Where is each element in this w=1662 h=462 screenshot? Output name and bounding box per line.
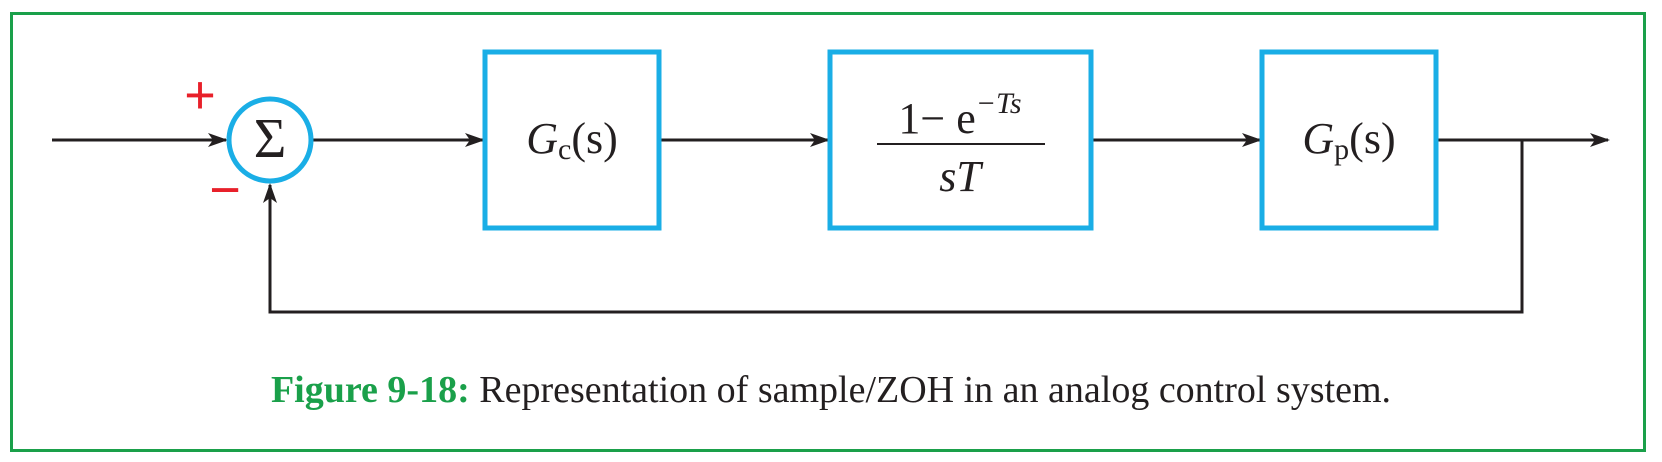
caption-text: Representation of sample/ZOH in an analo… [469,369,1392,411]
controller-symbol: G [526,114,558,163]
plus-sign: + [184,65,216,125]
plant-symbol: G [1302,114,1334,163]
plant-block: Gp(s) [1259,49,1439,231]
zoh-block: 1− e−Ts sT [827,49,1094,231]
figure-caption: Figure 9-18: Representation of sample/ZO… [0,368,1662,412]
feedback-path [263,140,1524,314]
zoh-denominator: sT [939,152,984,201]
controller-block: Gc(s) [482,49,662,231]
plant-subscript: p [1334,133,1349,166]
sigma-symbol: Σ [254,108,287,170]
svg-text:Gc(s): Gc(s) [526,114,618,166]
figure-label: Figure 9-18: [270,369,470,411]
svg-text:1− e−Ts: 1− e−Ts [898,87,1021,143]
zoh-exponent: −Ts [976,87,1022,120]
summing-junction: Σ [226,96,314,184]
svg-text:Gp(s): Gp(s) [1302,114,1395,166]
plant-argument: (s) [1349,114,1395,163]
controller-argument: (s) [571,114,617,163]
minus-sign: − [209,160,241,220]
zoh-numerator: 1− e [898,94,975,143]
controller-subscript: c [558,133,571,166]
figure-frame [10,12,1646,452]
